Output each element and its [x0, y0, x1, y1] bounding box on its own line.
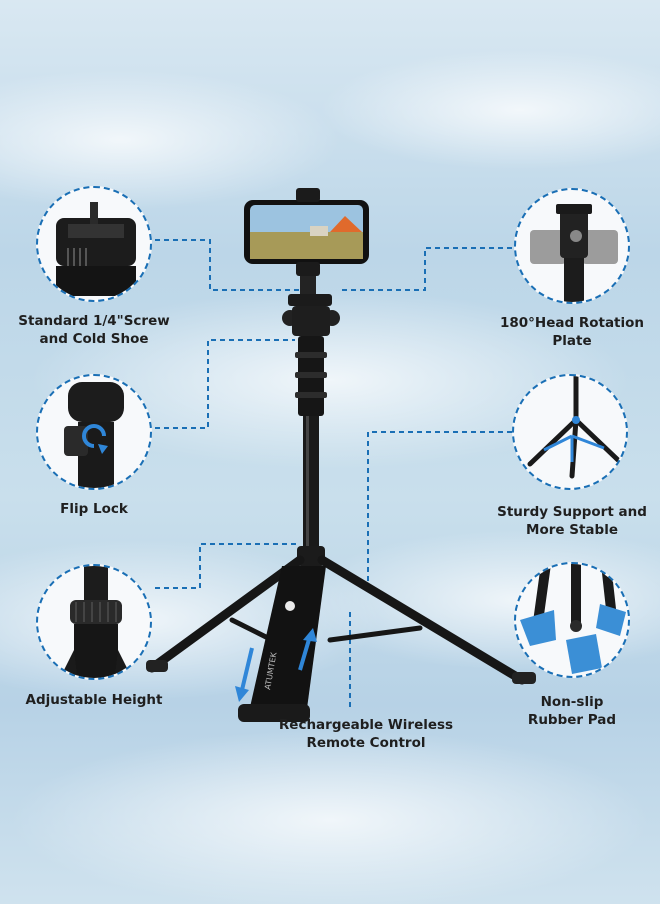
leader-lines: [155, 239, 512, 708]
circle-rubber-pad: [514, 562, 630, 678]
circle-sturdy-support: [512, 374, 628, 490]
phone-image: [244, 200, 369, 264]
label-flip-lock: Flip Lock: [60, 501, 128, 517]
label-sturdy-support: Sturdy Support and More Stable: [497, 504, 647, 538]
circle-screw-cold-shoe: [36, 186, 152, 302]
label-remote-control: Rechargeable Wireless Remote Control: [278, 717, 454, 751]
label-screw-cold-shoe: Standard 1/4"Screw and Cold Shoe: [18, 313, 170, 347]
circle-head-rotation: [514, 188, 630, 304]
label-rubber-pad: Non-slip Rubber Pad: [527, 694, 617, 728]
circle-flip-lock: [36, 374, 152, 490]
arrow-icons: [235, 628, 317, 702]
remote-handle: ATUMTEK: [238, 566, 326, 722]
label-adjustable-height: Adjustable Height: [25, 692, 163, 708]
label-head-rotation: 180°Head Rotation Plate: [499, 315, 645, 349]
circle-adjustable-height: [36, 564, 152, 680]
